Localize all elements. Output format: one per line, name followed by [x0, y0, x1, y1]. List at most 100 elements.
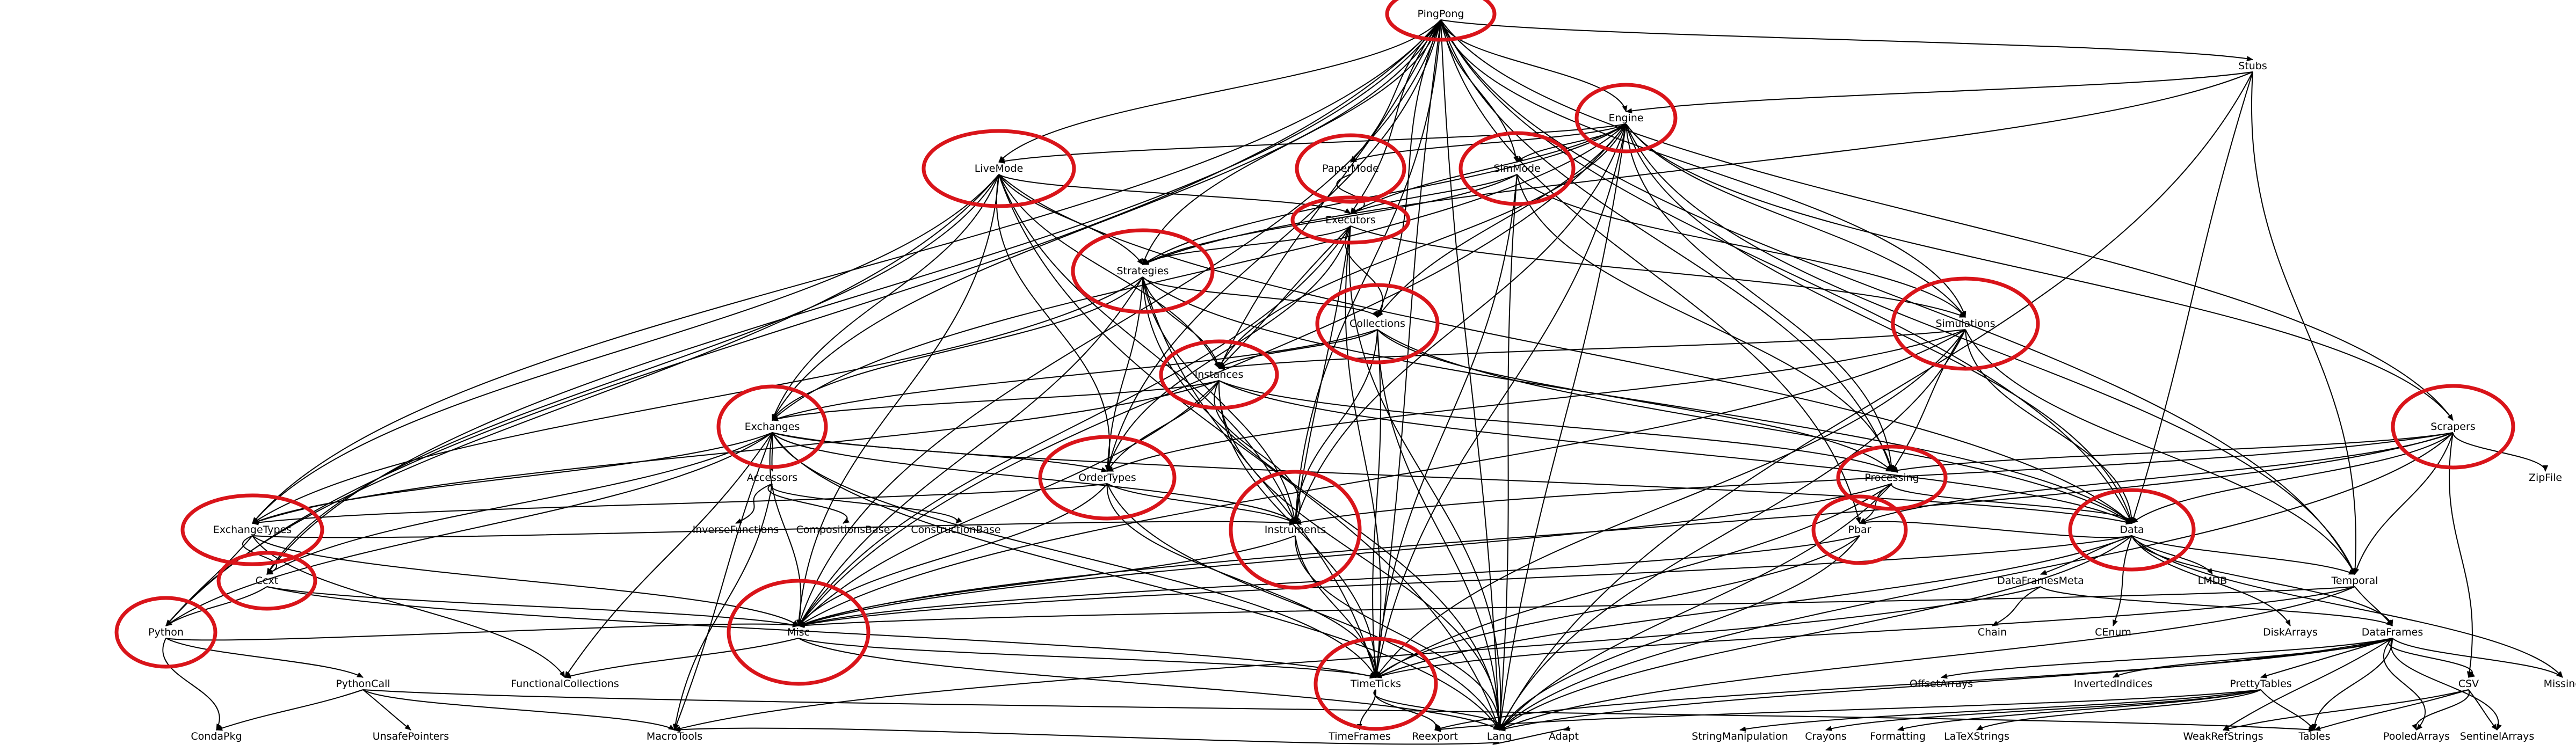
node-processing[interactable]: Processing — [1864, 472, 1919, 484]
node-zip-file[interactable]: ZipFile — [2529, 472, 2562, 484]
node-adapt[interactable]: Adapt — [1549, 731, 1579, 742]
edge-dataframesmeta-to-dataframes — [2040, 586, 2393, 626]
edge-scrapers-to-data — [2131, 432, 2454, 524]
node-crayons[interactable]: Crayons — [1805, 731, 1847, 742]
node-lang[interactable]: Lang — [1487, 731, 1512, 742]
edge-engine-to-data — [1626, 123, 2133, 524]
node-compositions-base[interactable]: CompositionsBase — [796, 524, 890, 536]
node-instruments[interactable]: Instruments — [1265, 524, 1326, 536]
edge-dataframes-to-missings — [2392, 638, 2563, 678]
node-paper-mode[interactable]: PaperMode — [1322, 163, 1379, 174]
edge-pingpong-to-instances — [1218, 19, 1441, 369]
edge-exchangetypes-to-python — [165, 535, 253, 626]
node-order-types[interactable]: OrderTypes — [1078, 472, 1136, 484]
node-data-frames[interactable]: DataFrames — [2362, 626, 2423, 638]
edge-livemode-to-instruments — [998, 174, 1296, 524]
node-exchange-types[interactable]: ExchangeTypes — [213, 524, 292, 536]
node-accessors[interactable]: Accessors — [747, 472, 797, 484]
node-offset-arrays[interactable]: OffsetArrays — [1910, 678, 1973, 690]
highlight-circle-live-mode — [921, 129, 1076, 208]
edge-scrapers-to-instruments — [1295, 432, 2454, 525]
node-ping-pong[interactable]: PingPong — [1418, 8, 1464, 20]
edge-strategies-to-instances — [1142, 276, 1220, 369]
node-pooled-arrays[interactable]: PooledArrays — [2383, 731, 2450, 742]
edge-data-to-pbar — [1859, 519, 2132, 538]
node-sentinel-arrays[interactable]: SentinelArrays — [2460, 731, 2535, 742]
edge-pingpong-to-stubs — [1440, 19, 2253, 62]
node-reexport[interactable]: Reexport — [1412, 731, 1458, 742]
node-pretty-tables[interactable]: PrettyTables — [2230, 678, 2291, 690]
edge-livemode-to-exchangetypes — [252, 174, 999, 524]
edge-pingpong-to-simulations — [1440, 19, 1967, 318]
edge-executors-to-timeticks — [1345, 225, 1382, 678]
node-python-call[interactable]: PythonCall — [336, 678, 390, 690]
node-data[interactable]: Data — [2120, 524, 2144, 536]
edge-processing-to-lang — [1499, 483, 1892, 731]
edge-pythoncall-to-unsafepointers — [362, 689, 411, 731]
edge-accessors-to-compositionsbase — [767, 483, 850, 524]
node-engine[interactable]: Engine — [1608, 112, 1643, 124]
highlight-circle-python — [114, 596, 217, 669]
edge-stubs-to-engine — [1626, 71, 2253, 114]
node-executors[interactable]: Executors — [1325, 214, 1376, 226]
node-tables[interactable]: Tables — [2298, 731, 2330, 742]
edge-simmode-to-timeticks — [1374, 174, 1518, 678]
node-sim-mode[interactable]: SimMode — [1493, 163, 1541, 174]
node-chain[interactable]: Chain — [1978, 626, 2007, 638]
edge-strategies-to-collections — [1142, 276, 1378, 318]
node-strategies[interactable]: Strategies — [1116, 265, 1169, 277]
edge-exchanges-to-ccxt — [266, 432, 773, 575]
edge-livemode-to-exchanges — [772, 174, 999, 421]
edge-python-to-misc — [165, 622, 799, 641]
edge-simulations-to-ordertypes — [1107, 329, 1966, 472]
node-lmdb[interactable]: LMDB — [2198, 575, 2227, 587]
node-inverse-functions[interactable]: InverseFunctions — [693, 524, 779, 536]
edge-pingpong-to-instruments — [1293, 19, 1441, 524]
edge-collections-to-processing — [1377, 329, 1892, 472]
edge-collections-to-data — [1377, 329, 2132, 524]
edge-prettytables-to-stringmanipulation — [1739, 689, 2261, 732]
node-python[interactable]: Python — [148, 626, 184, 638]
highlight-layer — [114, 0, 2515, 731]
node-functional-collections[interactable]: FunctionalCollections — [511, 678, 619, 690]
node-la-te-xstrings[interactable]: LaTeXStrings — [1944, 731, 2009, 742]
node-unsafe-pointers[interactable]: UnsafePointers — [373, 731, 449, 742]
highlight-circle-collections — [1315, 283, 1440, 364]
node-conda-pkg[interactable]: CondaPkg — [191, 731, 242, 742]
node-inverted-indices[interactable]: InvertedIndices — [2074, 678, 2153, 690]
node-disk-arrays[interactable]: DiskArrays — [2263, 626, 2318, 638]
node-exchanges[interactable]: Exchanges — [745, 421, 800, 433]
edge-data-to-lang — [1499, 535, 2132, 731]
node-ccxt[interactable]: Ccxt — [256, 575, 278, 587]
edge-simulations-to-timeticks — [1375, 329, 1966, 678]
edge-engine-to-executors — [1350, 123, 1627, 214]
node-construction-base[interactable]: ConstructionBase — [911, 524, 1000, 536]
node-data-frames-meta[interactable]: DataFramesMeta — [1997, 575, 2084, 587]
node-simulations[interactable]: Simulations — [1935, 318, 1995, 330]
node-misc[interactable]: Misc — [787, 626, 810, 638]
node-scrapers[interactable]: Scrapers — [2430, 421, 2475, 433]
edge-livemode-to-python — [165, 174, 999, 626]
node-collections[interactable]: Collections — [1349, 318, 1405, 330]
highlight-circle-pbar — [1811, 494, 1908, 565]
edge-data-to-temporal — [2131, 535, 2355, 575]
node-string-manipulation[interactable]: StringManipulation — [1692, 731, 1788, 742]
node-pbar[interactable]: Pbar — [1848, 524, 1871, 536]
node-temporal[interactable]: Temporal — [2331, 575, 2378, 587]
edge-engine-to-timeticks — [1374, 123, 1627, 678]
node-weak-ref-strings[interactable]: WeakRefStrings — [2183, 731, 2263, 742]
node-formatting[interactable]: Formatting — [1870, 731, 1926, 742]
node-time-ticks[interactable]: TimeTicks — [1350, 678, 1401, 690]
edge-collections-to-exchanges — [772, 329, 1378, 421]
edge-simulations-to-lang — [1499, 329, 1966, 731]
node-instances[interactable]: Instances — [1195, 369, 1244, 381]
highlight-circle-time-ticks — [1314, 637, 1438, 731]
node-missings[interactable]: Missing — [2544, 678, 2576, 690]
node-macro-tools[interactable]: MacroTools — [647, 731, 702, 742]
node-time-frames[interactable]: TimeFrames — [1328, 731, 1391, 742]
node-csv[interactable]: CSV — [2458, 678, 2479, 690]
node-cenum[interactable]: CEnum — [2095, 626, 2131, 638]
node-live-mode[interactable]: LiveMode — [975, 163, 1024, 174]
node-stubs[interactable]: Stubs — [2238, 60, 2267, 72]
edge-pythoncall-to-tables — [362, 689, 2315, 733]
